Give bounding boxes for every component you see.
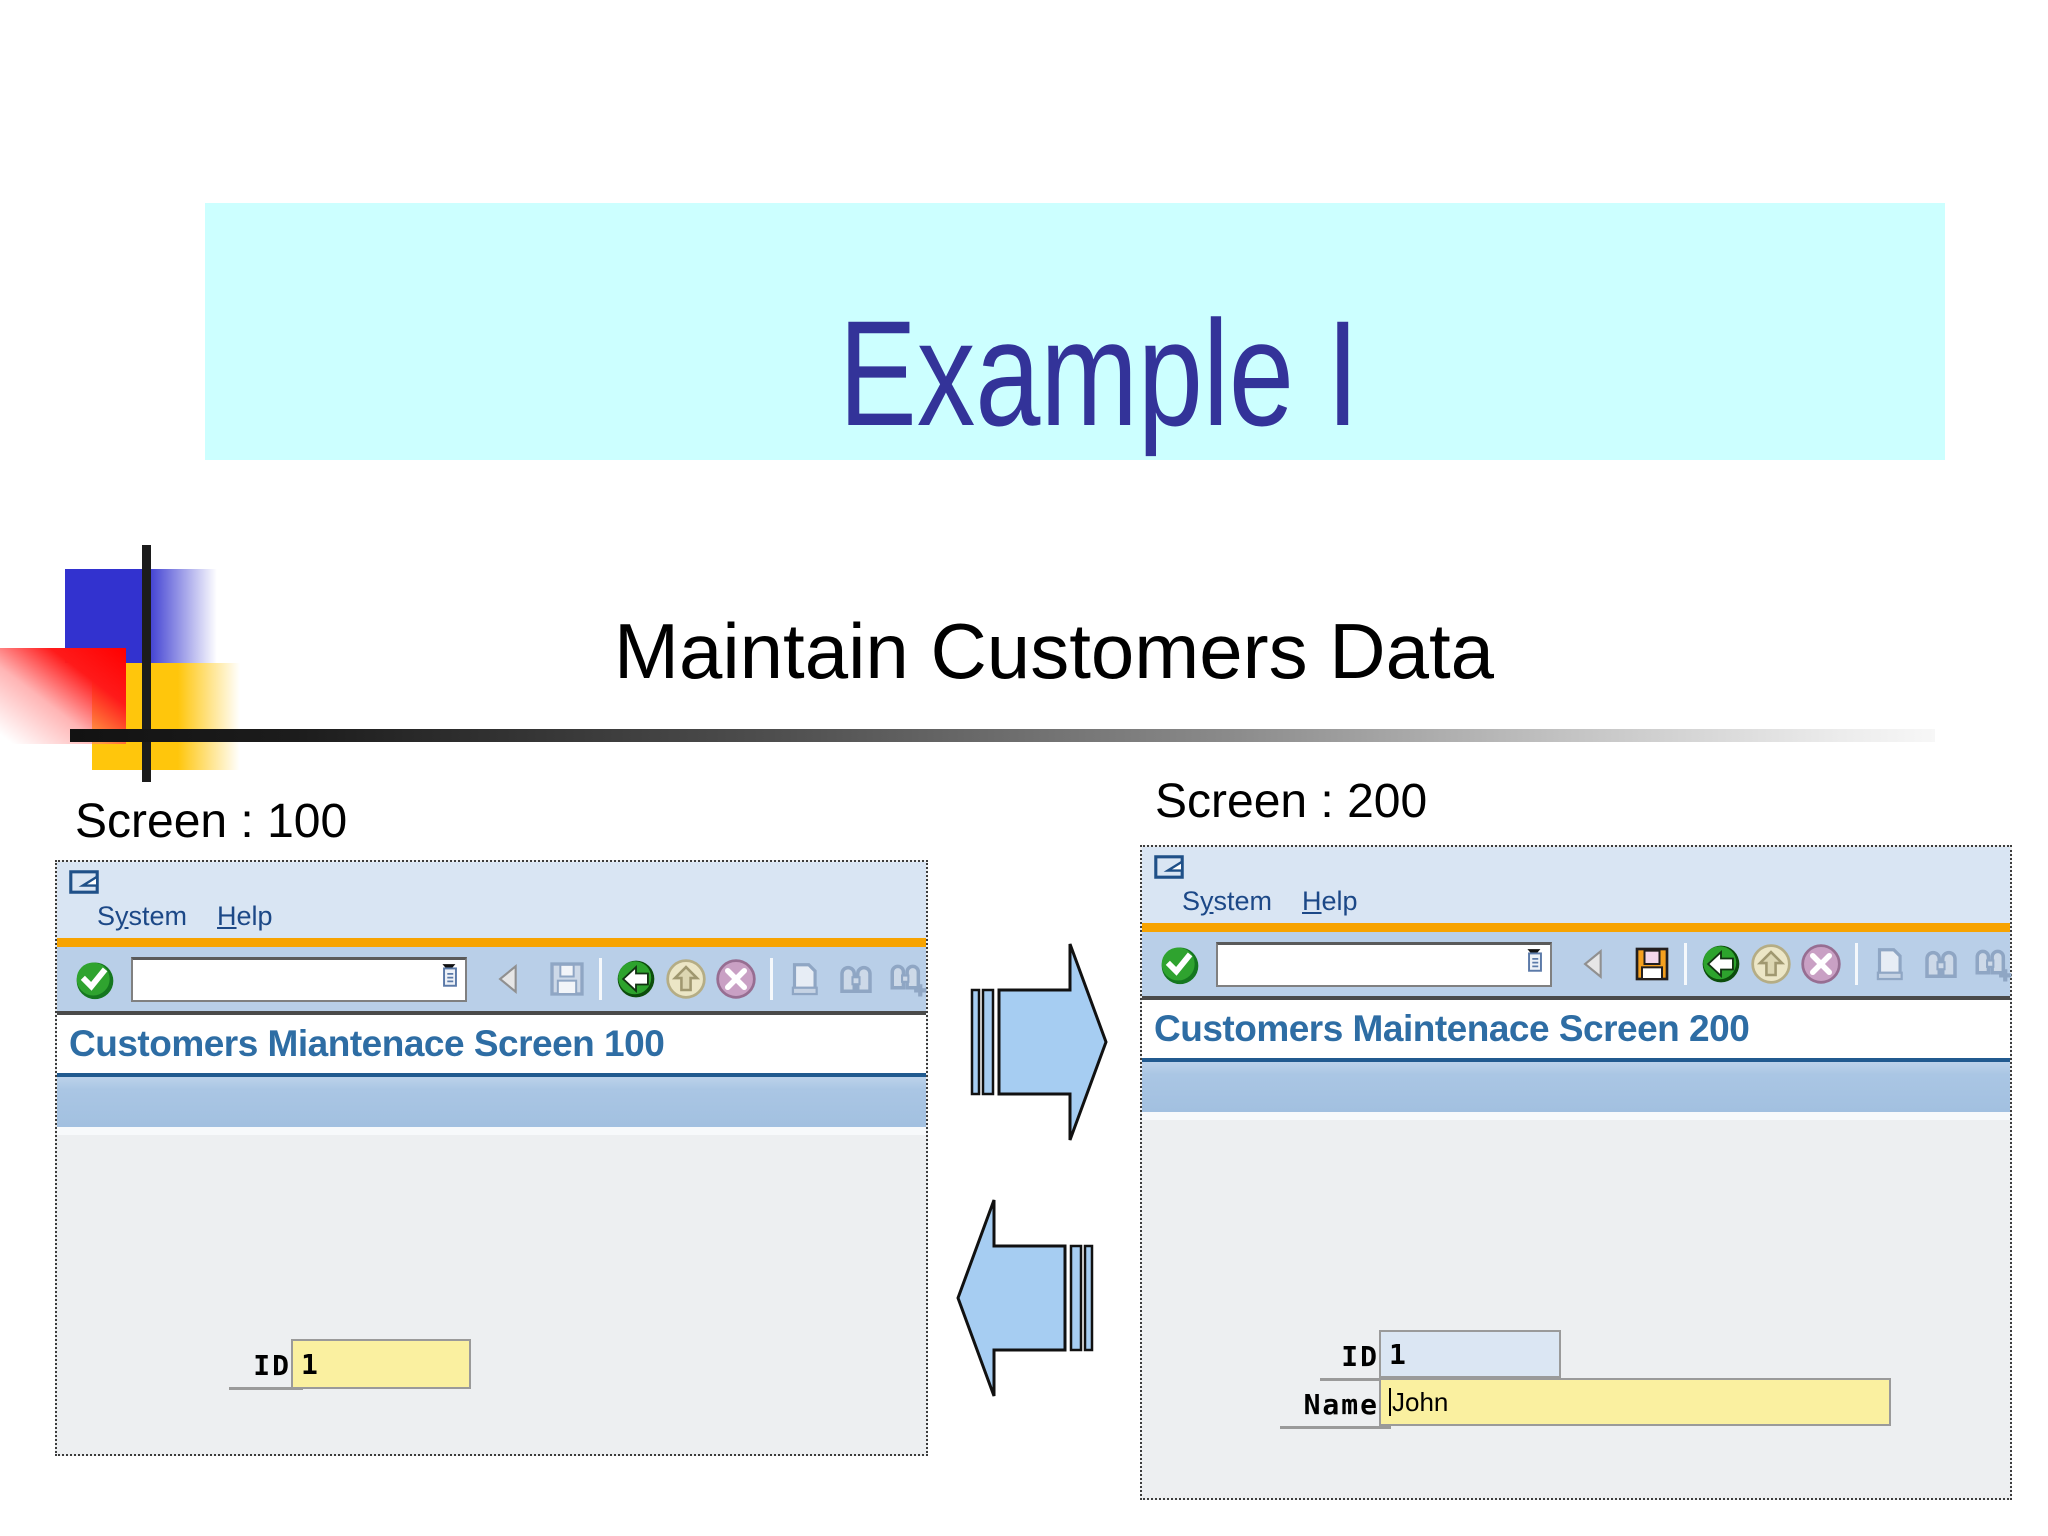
cancel-button[interactable]	[714, 957, 758, 1001]
screen-title: Customers Maintenace Screen 200	[1142, 1000, 2010, 1062]
sap-window-100: System Help	[55, 860, 928, 1456]
back-triangle-icon	[499, 965, 517, 993]
toolbar	[57, 947, 926, 1015]
save-floppy-icon	[550, 962, 584, 996]
cancel-x-icon	[1799, 942, 1843, 986]
back-triangle-button[interactable]	[493, 962, 527, 996]
screen-content: ID 1	[57, 1135, 926, 1454]
window-glyph-icon	[69, 870, 99, 894]
slide-subtitle: Maintain Customers Data	[613, 607, 1494, 695]
menu-system[interactable]: System	[97, 901, 188, 931]
slide-title: Example I	[838, 289, 1359, 457]
light-strip	[57, 1127, 926, 1135]
menu-help[interactable]: Help	[217, 901, 273, 931]
command-input[interactable]	[1216, 941, 1552, 987]
name-value: John	[1392, 1386, 1449, 1417]
command-dropdown-icon[interactable]	[1524, 947, 1546, 974]
print-button[interactable]	[785, 960, 823, 998]
page-up-icon	[1751, 944, 1791, 984]
back-button[interactable]	[1699, 942, 1743, 986]
back-arrow-icon	[1701, 944, 1741, 984]
print-icon	[791, 963, 819, 996]
screen-100-label: Screen : 100	[75, 795, 348, 848]
toolbar-separator	[1684, 943, 1687, 985]
back-arrow-icon	[616, 959, 656, 999]
id-label: ID	[1320, 1334, 1391, 1381]
orange-accent-bar	[1142, 923, 2010, 932]
back-triangle-icon	[1584, 950, 1602, 978]
menu-help[interactable]: Help	[1302, 886, 1358, 916]
title-banner: Example I	[205, 203, 1945, 460]
name-label: Name	[1280, 1382, 1391, 1429]
page-up-icon	[666, 959, 706, 999]
print-icon	[1876, 948, 1904, 981]
menu-system[interactable]: System	[1182, 886, 1273, 916]
back-arrow	[956, 1199, 1094, 1397]
window-glyph-icon	[1154, 855, 1184, 879]
command-input[interactable]	[131, 956, 467, 1002]
command-field-wrap	[1216, 941, 1552, 987]
find-next-button[interactable]	[1972, 943, 2014, 985]
decorative-blue-square	[65, 569, 217, 663]
forward-arrow	[970, 943, 1108, 1141]
find-icon	[1925, 950, 1957, 978]
menu-bar: System Help	[1142, 847, 2010, 923]
print-button[interactable]	[1870, 945, 1908, 983]
find-next-icon	[887, 958, 929, 1000]
enter-check-button[interactable]	[1158, 942, 1202, 986]
enter-check-icon	[1158, 942, 1202, 986]
find-icon	[840, 965, 872, 993]
toolbar-separator	[1855, 943, 1858, 985]
orange-accent-bar	[57, 938, 926, 947]
save-button[interactable]	[547, 959, 587, 999]
id-label: ID	[229, 1343, 303, 1390]
save-button-active[interactable]	[1632, 944, 1672, 984]
decorative-red-square	[0, 648, 126, 744]
cancel-button[interactable]	[1799, 942, 1843, 986]
save-floppy-icon	[1635, 947, 1669, 981]
sap-window-200: System Help	[1140, 845, 2012, 1500]
id-field[interactable]: 1	[1379, 1330, 1561, 1378]
light-strip	[1142, 1112, 2010, 1120]
find-next-button[interactable]	[887, 958, 929, 1000]
exit-button[interactable]	[1749, 942, 1793, 986]
command-field-wrap	[131, 956, 467, 1002]
find-button[interactable]	[1920, 943, 1962, 985]
toolbar	[1142, 932, 2010, 1000]
screen-200-label: Screen : 200	[1155, 775, 1428, 828]
id-field[interactable]: 1	[291, 1339, 471, 1389]
enter-check-icon	[73, 957, 117, 1001]
name-field[interactable]: John	[1379, 1378, 1891, 1426]
toolbar-separator	[599, 958, 602, 1000]
exit-button[interactable]	[664, 957, 708, 1001]
command-dropdown-icon[interactable]	[439, 962, 461, 989]
blue-band	[57, 1077, 926, 1127]
screen-content: ID 1 Name John	[1142, 1120, 2010, 1498]
decorative-vertical-line	[142, 545, 151, 782]
menu-bar: System Help	[57, 862, 926, 938]
text-cursor	[1389, 1388, 1391, 1416]
cancel-x-icon	[714, 957, 758, 1001]
screen-title: Customers Miantenace Screen 100	[57, 1015, 926, 1077]
back-triangle-button[interactable]	[1578, 947, 1612, 981]
toolbar-separator	[770, 958, 773, 1000]
find-next-icon	[1972, 943, 2014, 985]
horizontal-divider-rule	[70, 729, 1935, 742]
find-button[interactable]	[835, 958, 877, 1000]
blue-band	[1142, 1062, 2010, 1112]
enter-check-button[interactable]	[73, 957, 117, 1001]
back-button[interactable]	[614, 957, 658, 1001]
